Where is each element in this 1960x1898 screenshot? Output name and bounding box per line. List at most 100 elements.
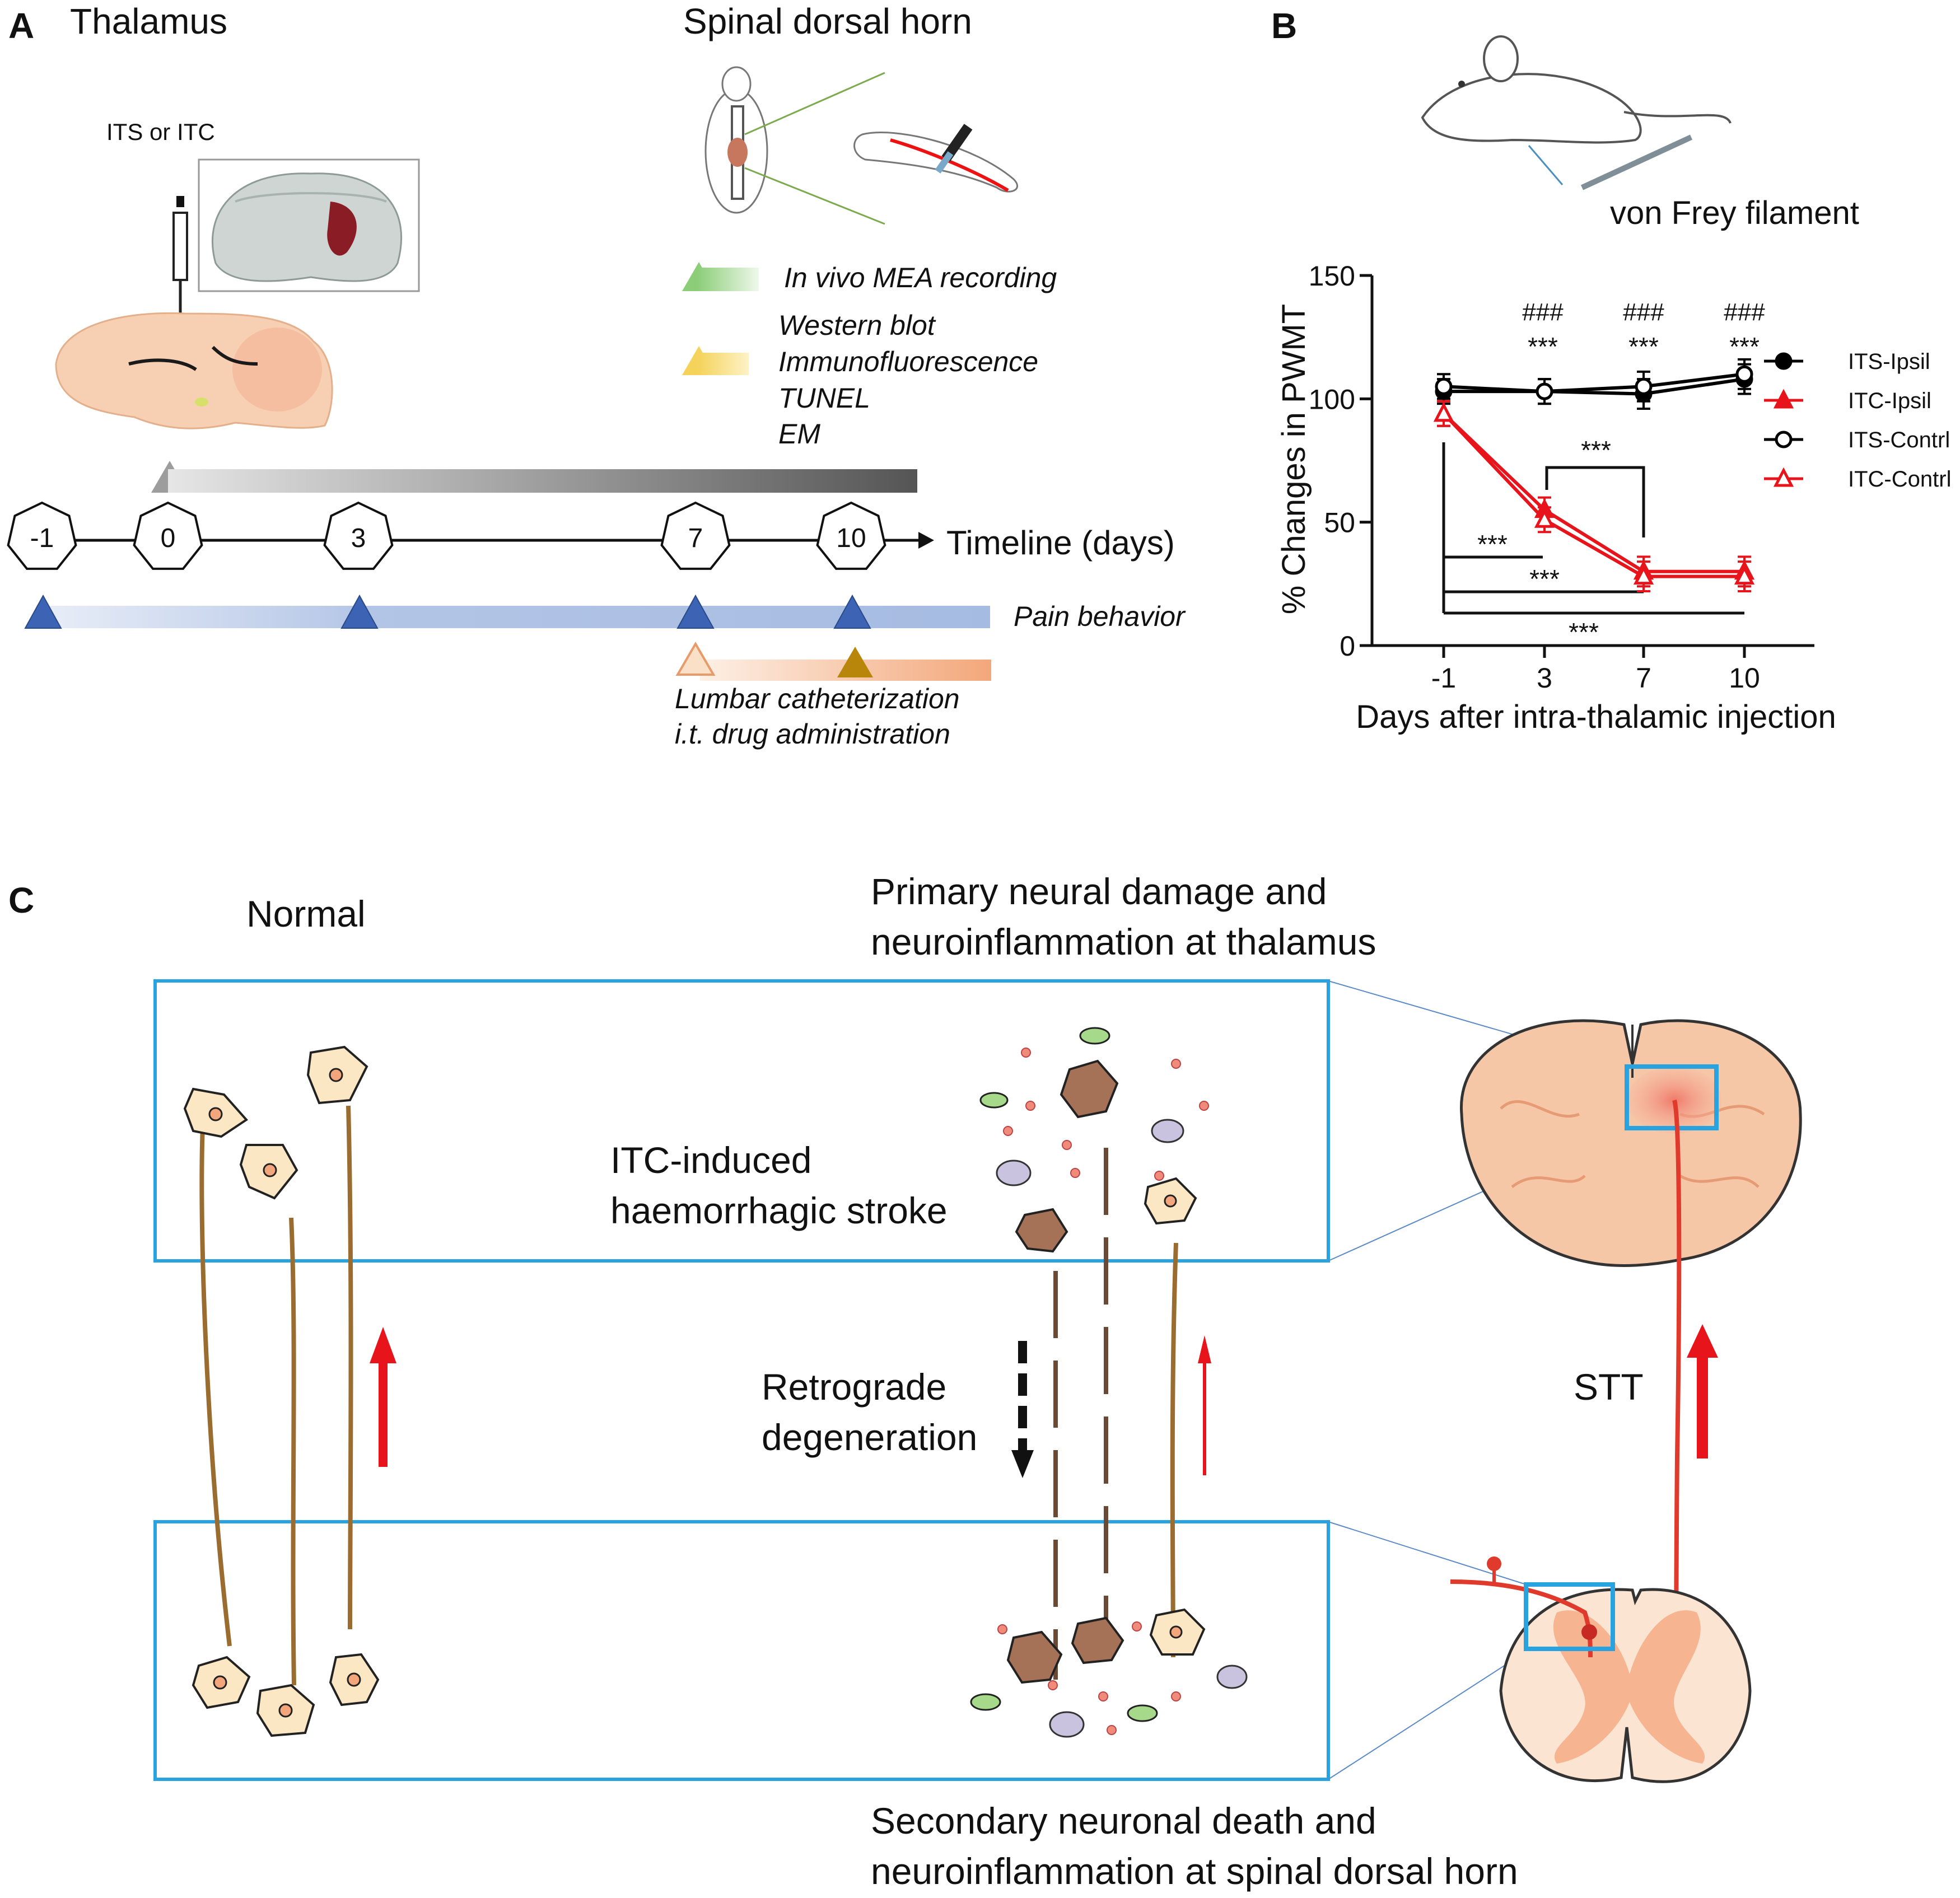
panel-b-letter: B <box>1271 6 1297 46</box>
drug-triangle <box>837 647 873 677</box>
series-line <box>1442 412 1744 578</box>
timeline-day-node <box>323 501 394 570</box>
series-itc-contrl <box>1433 400 1755 593</box>
weak-ascending-arrow <box>1198 1335 1211 1475</box>
hash-annotation-day7: ### <box>1623 298 1664 326</box>
x-axis-title: Days after intra-thalamic injection <box>1356 699 1836 735</box>
retrograde-dashed-arrow <box>1011 1341 1034 1478</box>
surviving-axon <box>1170 1242 1178 1658</box>
stroke-label-line2: haemorrhagic stroke <box>610 1190 948 1231</box>
retrograde-label-line2: degeneration <box>762 1417 977 1458</box>
hash-annotation-day10: ### <box>1724 298 1765 326</box>
y-tick-label: 50 <box>1324 507 1355 539</box>
spinal-glia-cluster <box>970 1616 1248 1738</box>
pain-triangle-day7 <box>676 594 715 629</box>
bottom-label-line2: neuroinflammation at spinal dorsal horn <box>871 1850 1518 1892</box>
timeline-day-node <box>660 501 731 570</box>
gray-period-bar <box>168 469 917 493</box>
assay-western-blot: Western blot <box>778 310 936 341</box>
thalamus-title: Thalamus <box>70 1 227 41</box>
spinal-zoom-box <box>153 1520 1330 1781</box>
series-line <box>1443 372 1745 394</box>
star-annotation-day3: *** <box>1528 332 1558 361</box>
timeline-arrowhead <box>918 532 934 549</box>
spinal-cord-mea-icon <box>853 124 1018 193</box>
star-annotation-day7: *** <box>1628 332 1659 361</box>
comparison-label-7vs-1: *** <box>1529 564 1560 593</box>
assay-tunel: TUNEL <box>778 382 870 414</box>
pain-behavior-bar <box>39 606 990 628</box>
data-point <box>1435 377 1453 395</box>
pain-triangle-day10 <box>833 594 871 629</box>
catheter-label: Lumbar catheterization <box>675 683 960 714</box>
coronal-brain-photo <box>198 158 420 292</box>
series-layer <box>1433 358 1755 593</box>
panel-c: C Normal Primary neural damage and neuro… <box>8 871 1802 1892</box>
series-its-ipsil <box>1435 363 1753 410</box>
zoom-line-bottom-1 <box>1328 1521 1527 1585</box>
data-point <box>1534 508 1555 528</box>
comparison-label-10vs-1: *** <box>1569 618 1599 647</box>
comparison-label-7vs3: *** <box>1581 436 1611 465</box>
data-point <box>1633 565 1654 585</box>
mouse-icon <box>1421 35 1732 190</box>
data-point <box>1433 402 1454 422</box>
catheter-triangle <box>675 642 716 676</box>
assay-immunofluorescence: Immunofluorescence <box>778 346 1038 377</box>
mea-label: In vivo MEA recording <box>784 262 1057 293</box>
stt-label: STT <box>1574 1366 1644 1408</box>
y-tick-label: 0 <box>1340 630 1355 662</box>
spinal-cord-cross-section <box>1450 1556 1752 1783</box>
timeline-day-node <box>7 501 77 570</box>
panel-c-letter: C <box>8 880 34 920</box>
star-annotation-day10: *** <box>1729 332 1760 361</box>
y-tick-group: 0 50 100 150 <box>1309 260 1372 662</box>
legend-entry: ITC-Ipsil <box>1848 389 1931 413</box>
von-frey-label: von Frey filament <box>1610 195 1859 231</box>
pain-behavior-label: Pain behavior <box>1014 601 1186 632</box>
x-tick-label: 7 <box>1636 662 1651 694</box>
bottom-label-line1: Secondary neuronal death and <box>871 1800 1376 1841</box>
degenerating-axons <box>1053 1148 1108 1680</box>
comparison-brackets <box>1442 442 1744 615</box>
series-line <box>1444 377 1745 396</box>
spinal-dorsal-horn-title: Spinal dorsal horn <box>683 1 972 41</box>
y-tick-label: 150 <box>1309 260 1355 292</box>
pain-triangle-day3 <box>340 594 379 629</box>
y-tick-label: 100 <box>1309 384 1355 415</box>
legend-swatch-marker <box>1775 431 1793 448</box>
legend-swatch-marker <box>1773 389 1794 409</box>
normal-neuron-nuclei <box>208 1068 361 1718</box>
timeline-day-label: 0 <box>161 523 176 553</box>
data-point <box>1635 377 1653 395</box>
surviving-nuclei <box>1164 1194 1183 1639</box>
pain-triangle-day-1 <box>24 594 62 629</box>
timeline-day-label: -1 <box>30 523 54 553</box>
top-label-line1: Primary neural damage and <box>871 871 1327 912</box>
retrograde-label-line1: Retrograde <box>762 1366 946 1408</box>
legend-swatch-marker <box>1773 467 1794 487</box>
thalamus-glia-cluster <box>979 1027 1209 1253</box>
injection-label: ITS or ITC <box>106 119 215 145</box>
drug-label: i.t. drug administration <box>675 718 950 750</box>
assay-em: EM <box>778 418 820 450</box>
x-tick-label: -1 <box>1431 662 1456 694</box>
normal-neurons <box>199 1105 353 1686</box>
normal-ascending-arrow <box>370 1327 396 1467</box>
x-tick-label: 3 <box>1537 662 1552 694</box>
legend-entry: ITS-Ipsil <box>1848 349 1930 374</box>
series-its-contrl <box>1435 358 1753 405</box>
assay-bar <box>697 353 749 375</box>
stroke-label-line1: ITC-induced <box>610 1139 812 1181</box>
legend-entry: ITC-Contrl <box>1848 467 1951 492</box>
data-point <box>1734 565 1755 585</box>
coronal-brain-illustration <box>1460 1019 1802 1267</box>
legend-swatch-marker <box>1775 352 1793 370</box>
top-label-line2: neuroinflammation at thalamus <box>871 921 1376 962</box>
thalamus-zoom-box <box>153 979 1330 1263</box>
timeline-day-label: 7 <box>688 523 703 553</box>
timeline-day-node <box>133 501 203 570</box>
timeline-day-label: 10 <box>836 523 866 553</box>
timeline-day-node <box>816 501 886 570</box>
